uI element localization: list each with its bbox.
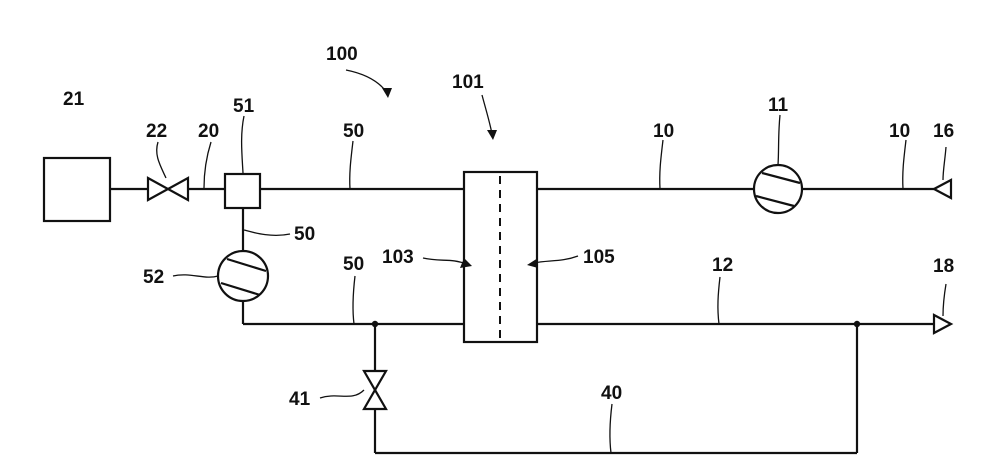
arrow-101-head xyxy=(487,130,497,140)
leader-41 xyxy=(320,390,364,398)
recirculation-pump-52 xyxy=(218,251,268,301)
label-52: 52 xyxy=(143,267,164,288)
leader-50-low xyxy=(353,276,355,324)
leader-18 xyxy=(943,284,946,316)
arrow-101 xyxy=(482,95,492,134)
tank-21 xyxy=(44,158,110,221)
arrow-100-head xyxy=(382,88,392,98)
leader-22 xyxy=(157,142,166,178)
leader-51 xyxy=(242,116,244,173)
leader-10-mid xyxy=(660,140,663,189)
label-16: 16 xyxy=(933,121,954,142)
label-40: 40 xyxy=(601,383,622,404)
leader-20 xyxy=(204,142,211,188)
valve-41-top xyxy=(364,371,386,390)
label-105: 105 xyxy=(583,247,615,268)
label-100: 100 xyxy=(326,44,358,65)
label-101: 101 xyxy=(452,72,484,93)
label-20: 20 xyxy=(198,121,219,142)
label-10-right: 10 xyxy=(889,121,910,142)
label-41: 41 xyxy=(289,389,311,410)
valve-41-bottom xyxy=(364,390,386,409)
leader-12 xyxy=(718,277,720,324)
arrow-100 xyxy=(346,70,388,94)
arrow-103 xyxy=(423,258,466,264)
label-21: 21 xyxy=(63,89,85,110)
leader-50-top xyxy=(350,141,353,189)
leader-52 xyxy=(173,275,218,277)
leader-50-side xyxy=(244,230,290,235)
label-11: 11 xyxy=(768,95,789,116)
label-50-side: 50 xyxy=(294,224,315,245)
leader-40 xyxy=(610,404,612,453)
arrow-105 xyxy=(534,256,578,263)
compressor-11 xyxy=(754,165,802,213)
mixer-51 xyxy=(225,174,260,208)
valve-22-left xyxy=(148,178,168,200)
label-50-top: 50 xyxy=(343,121,364,142)
label-22: 22 xyxy=(146,121,167,142)
valve-22-right xyxy=(168,178,188,200)
label-10-mid: 10 xyxy=(653,121,674,142)
label-12: 12 xyxy=(712,255,733,276)
inlet-16 xyxy=(934,180,951,198)
label-51: 51 xyxy=(233,96,255,117)
leader-11 xyxy=(778,115,780,165)
label-18: 18 xyxy=(933,256,954,277)
label-103: 103 xyxy=(382,247,414,268)
outlet-18 xyxy=(934,315,951,333)
leader-10-right xyxy=(903,140,906,189)
leader-16 xyxy=(943,147,946,180)
label-50-low: 50 xyxy=(343,254,364,275)
